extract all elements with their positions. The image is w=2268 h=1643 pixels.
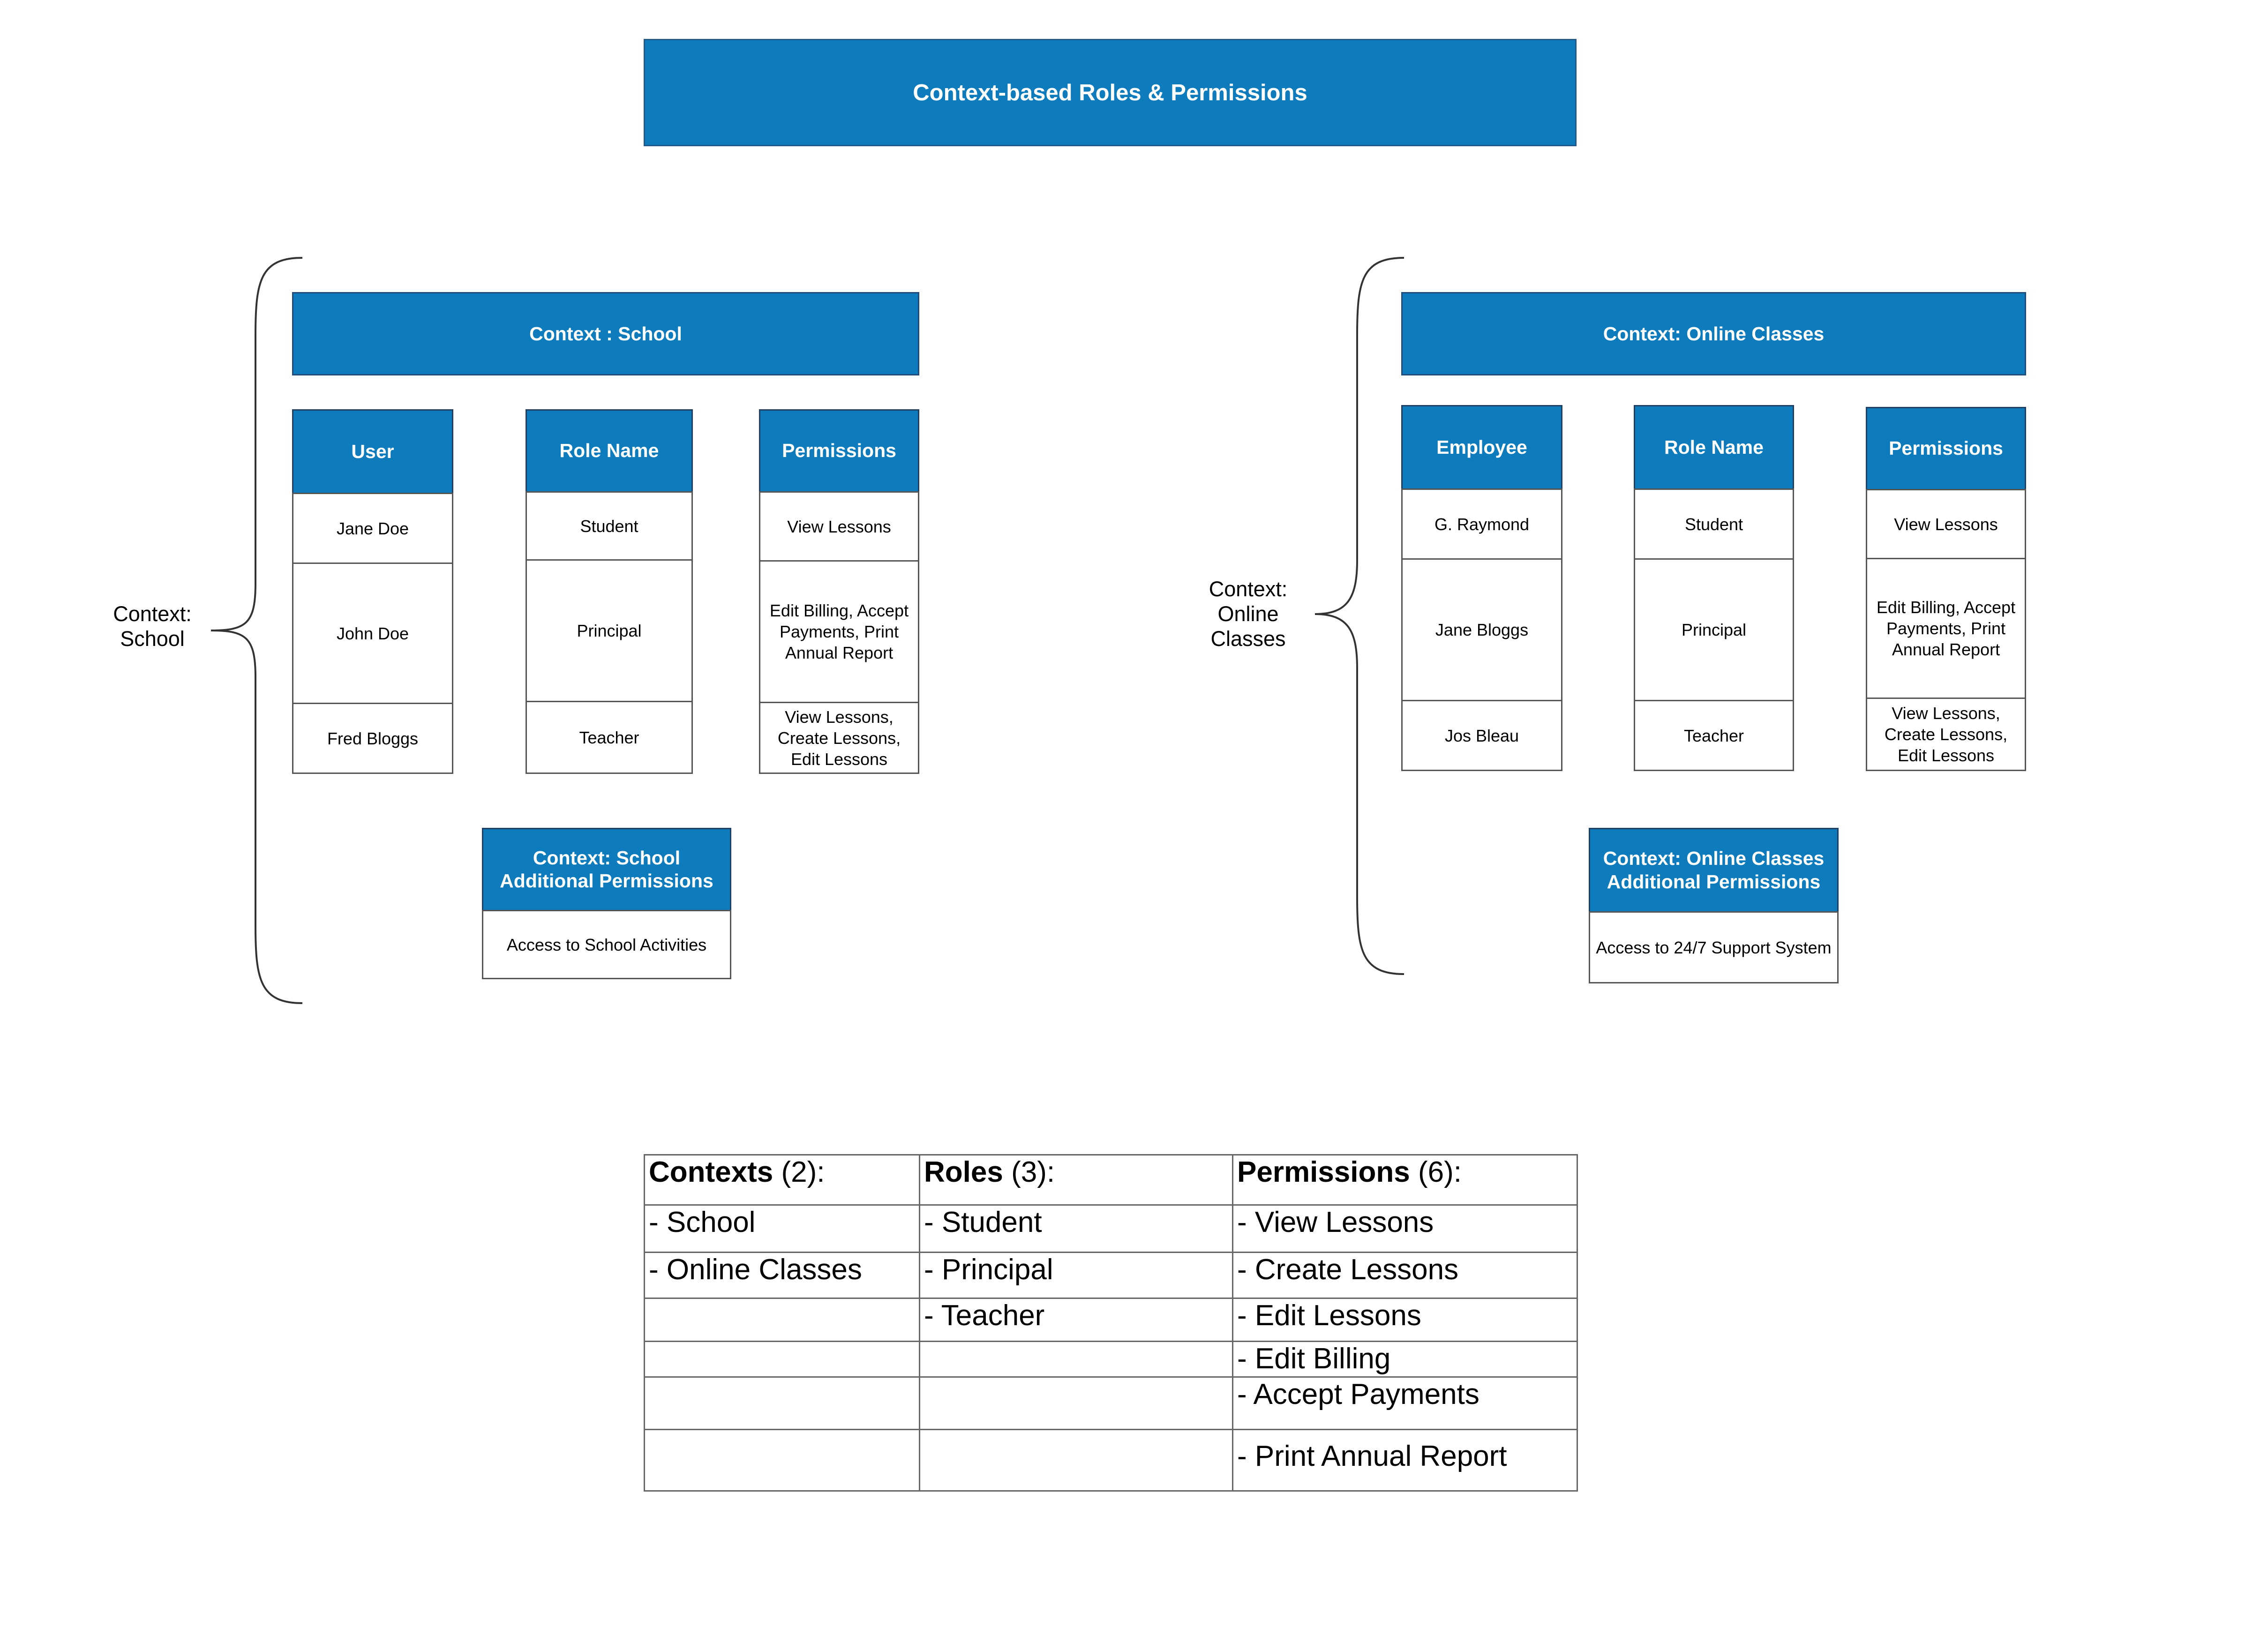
summary-cell: - Edit Lessons: [1232, 1298, 1578, 1342]
online-employee-header: Employee: [1401, 405, 1562, 490]
summary-cell: - Accept Payments: [1232, 1376, 1578, 1430]
school-user-header: User: [292, 409, 453, 494]
online-side-label: Context: Online Classes: [1209, 577, 1288, 651]
school-permissions-header: Permissions: [759, 409, 919, 493]
summary-cell: - School: [644, 1204, 920, 1253]
summary-cell: - Edit Billing: [1232, 1341, 1578, 1378]
table-row: - Edit Billing: [644, 1341, 1578, 1378]
school-permissions-cell: View Lessons: [759, 491, 919, 562]
online-employee-cell: Jane Bloggs: [1401, 558, 1562, 701]
school-additional-cell: Access to School Activities: [482, 910, 731, 979]
school-brace: [210, 257, 303, 1004]
summary-cell: [644, 1376, 920, 1430]
summary-header-row: Contexts (2): Roles (3): Permissions (6)…: [644, 1154, 1578, 1206]
online-permissions-cell: View Lessons: [1866, 489, 2026, 559]
table-row: - Accept Payments: [644, 1376, 1578, 1430]
summary-header-permissions: Permissions (6):: [1232, 1154, 1578, 1206]
school-side-label: Context: School: [113, 602, 192, 651]
school-user-cell: Fred Bloggs: [292, 703, 453, 774]
school-context-bar: Context : School: [292, 292, 919, 375]
summary-cell: - Teacher: [919, 1298, 1233, 1342]
summary-cell: - Online Classes: [644, 1252, 920, 1299]
online-role-cell: Student: [1634, 488, 1794, 560]
summary-cell: - Print Annual Report: [1232, 1429, 1578, 1492]
school-user-cell: Jane Doe: [292, 493, 453, 564]
online-role-header: Role Name: [1634, 405, 1794, 490]
online-employee-cell: Jos Bleau: [1401, 700, 1562, 771]
summary-cell: [644, 1298, 920, 1342]
online-role-cell: Principal: [1634, 558, 1794, 701]
online-permissions-cell: Edit Billing, Accept Payments, Print Ann…: [1866, 558, 2026, 699]
school-role-header: Role Name: [526, 409, 693, 493]
table-row: - School - Student - View Lessons: [644, 1204, 1578, 1253]
school-additional-header: Context: School Additional Permissions: [482, 828, 731, 911]
online-brace: [1314, 257, 1404, 975]
summary-cell: [644, 1429, 920, 1492]
online-context-bar: Context: Online Classes: [1401, 292, 2026, 375]
online-employee-cell: G. Raymond: [1401, 488, 1562, 560]
table-row: - Print Annual Report: [644, 1429, 1578, 1492]
summary-cell: - Student: [919, 1204, 1233, 1253]
table-row: - Teacher - Edit Lessons: [644, 1298, 1578, 1342]
online-permissions-header: Permissions: [1866, 407, 2026, 490]
summary-cell: - View Lessons: [1232, 1204, 1578, 1253]
online-permissions-cell: View Lessons, Create Lessons, Edit Lesso…: [1866, 698, 2026, 771]
table-row: - Online Classes - Principal - Create Le…: [644, 1252, 1578, 1299]
school-role-cell: Teacher: [526, 701, 693, 774]
summary-cell: - Create Lessons: [1232, 1252, 1578, 1299]
online-additional-header: Context: Online Classes Additional Permi…: [1589, 828, 1839, 913]
summary-cell: [919, 1429, 1233, 1492]
summary-cell: [919, 1341, 1233, 1378]
summary-table: Contexts (2): Roles (3): Permissions (6)…: [644, 1154, 1578, 1492]
school-role-cell: Student: [526, 491, 693, 561]
page-title: Context-based Roles & Permissions: [644, 39, 1577, 146]
summary-header-roles: Roles (3):: [919, 1154, 1233, 1206]
summary-header-contexts: Contexts (2):: [644, 1154, 920, 1206]
summary-cell: [644, 1341, 920, 1378]
school-permissions-cell: View Lessons, Create Lessons, Edit Lesso…: [759, 702, 919, 774]
summary-cell: - Principal: [919, 1252, 1233, 1299]
school-user-cell: John Doe: [292, 563, 453, 704]
online-additional-cell: Access to 24/7 Support System: [1589, 911, 1839, 983]
online-role-cell: Teacher: [1634, 700, 1794, 771]
school-role-cell: Principal: [526, 559, 693, 702]
summary-cell: [919, 1376, 1233, 1430]
school-permissions-cell: Edit Billing, Accept Payments, Print Ann…: [759, 560, 919, 703]
